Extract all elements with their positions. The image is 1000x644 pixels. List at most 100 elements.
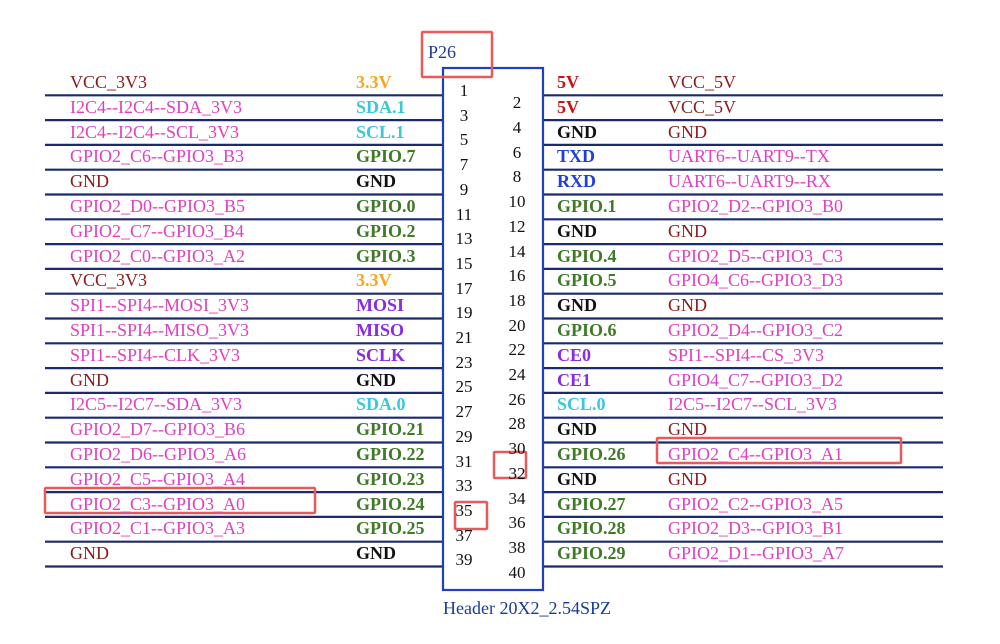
pin-number-odd: 1 <box>459 81 469 100</box>
right-signal-label: GND <box>557 295 597 316</box>
pin-number-odd: 7 <box>459 155 469 175</box>
pin-number-odd: 23 <box>455 352 473 372</box>
left-net-label: GND <box>70 369 109 390</box>
left-net-label: SPI1--SPI4--CLK_3V3 <box>70 344 241 365</box>
left-signal-label: GPIO.21 <box>356 419 425 440</box>
pin-number-odd: 37 <box>455 525 473 545</box>
left-signal-label: SDA.0 <box>356 394 406 415</box>
right-net-label: SPI1--SPI4--CS_3V3 <box>668 344 825 365</box>
left-signal-label: GPIO.23 <box>356 468 425 489</box>
pin-number-odd: 35 <box>455 500 473 520</box>
right-signal-label: GPIO.1 <box>557 196 617 216</box>
left-net-label: GND <box>70 543 109 564</box>
pin-number-even: 12 <box>508 216 526 236</box>
right-signal-label: GPIO.28 <box>557 518 626 539</box>
pin-number-even: 40 <box>508 562 526 582</box>
pin-number-odd: 13 <box>455 229 473 249</box>
pin-number-even: 36 <box>508 513 526 533</box>
pin-number-odd: 21 <box>455 328 473 347</box>
right-signal-label: SCL.0 <box>557 394 606 415</box>
pin-number-even: 10 <box>508 192 526 212</box>
right-signal-label: RXD <box>557 171 596 192</box>
right-signal-label: GPIO.27 <box>557 493 626 514</box>
pin-number-odd: 5 <box>459 130 469 150</box>
right-signal-label: GPIO.6 <box>557 320 617 340</box>
pin-number-odd: 11 <box>455 204 473 224</box>
pin-number-even: 6 <box>512 142 522 162</box>
left-signal-label: GPIO.3 <box>356 245 416 266</box>
left-net-label: GPIO2_C3--GPIO3_A0 <box>70 493 245 514</box>
left-net-label: VCC_3V3 <box>70 270 148 291</box>
left-signal-label: MISO <box>356 320 405 340</box>
right-net-label: GPIO4_C7--GPIO3_D2 <box>668 369 843 390</box>
left-net-label: GPIO2_C5--GPIO3_A4 <box>70 468 245 489</box>
pin-number-odd: 3 <box>459 105 469 125</box>
right-net-label: GND <box>668 468 707 489</box>
right-net-label: GPIO2_C4--GPIO3_A1 <box>668 444 843 464</box>
pin-number-odd: 25 <box>455 377 473 397</box>
highlight-pin-35 <box>453 500 489 531</box>
right-net-label: GND <box>668 295 707 316</box>
pin-number-odd: 31 <box>455 451 473 471</box>
pin-number-even: 20 <box>508 315 526 335</box>
left-net-label: GPIO2_C6--GPIO3_B3 <box>70 146 245 167</box>
left-signal-label: GND <box>356 543 396 564</box>
right-signal-label: CE1 <box>557 369 592 390</box>
left-net-label: GPIO2_D0--GPIO3_B5 <box>70 196 245 216</box>
left-signal-label: SCL.1 <box>356 121 405 142</box>
right-net-label: GPIO2_C2--GPIO3_A5 <box>668 493 843 514</box>
left-net-label: I2C4--I2C4--SCL_3V3 <box>70 121 239 142</box>
right-signal-label: GND <box>557 468 597 489</box>
right-net-label: GPIO2_D4--GPIO3_C2 <box>668 320 843 340</box>
right-net-label: I2C5--I2C7--SCL_3V3 <box>668 394 837 415</box>
pin-number-even: 2 <box>512 93 522 113</box>
pin-number-even: 8 <box>512 167 522 187</box>
left-signal-label: SDA.1 <box>356 96 406 117</box>
pin-number-even: 32 <box>508 463 526 483</box>
right-net-label: GPIO2_D2--GPIO3_B0 <box>668 196 843 216</box>
left-signal-label: GPIO.2 <box>356 220 416 241</box>
right-signal-label: 5V <box>557 96 579 117</box>
pin-number-odd: 33 <box>455 476 473 496</box>
highlight-pin-32 <box>492 450 528 480</box>
pin-number-odd: 9 <box>459 179 469 199</box>
pin-number-even: 38 <box>508 537 526 557</box>
left-net-label: SPI1--SPI4--MOSI_3V3 <box>70 295 250 316</box>
left-signal-label: GND <box>356 369 396 390</box>
left-net-label: GPIO2_D6--GPIO3_A6 <box>70 444 246 464</box>
right-net-label: GPIO2_D5--GPIO3_C3 <box>668 245 843 266</box>
left-signal-label: GPIO.7 <box>356 146 416 167</box>
right-net-label: UART6--UART9--TX <box>668 146 830 167</box>
pin-number-even: 34 <box>508 488 526 508</box>
header-caption: Header 20X2_2.54SPZ <box>443 598 611 618</box>
left-signal-label: GPIO.22 <box>356 444 425 464</box>
right-net-label: VCC_5V <box>668 72 737 92</box>
pin-number-odd: 27 <box>455 402 473 422</box>
left-signal-label: GPIO.25 <box>356 518 425 539</box>
highlight-net-pin-35 <box>43 486 317 515</box>
right-signal-label: GPIO.29 <box>557 543 626 564</box>
highlight-header-name <box>420 30 494 79</box>
right-net-label: GPIO2_D1--GPIO3_A7 <box>668 543 844 564</box>
left-net-label: I2C4--I2C4--SDA_3V3 <box>70 96 242 117</box>
pin-number-odd: 19 <box>455 303 473 323</box>
right-signal-label: GPIO.26 <box>557 444 626 464</box>
pin-number-even: 16 <box>508 266 526 286</box>
pin-number-even: 24 <box>508 365 526 385</box>
right-net-label: VCC_5V <box>668 96 737 117</box>
right-signal-label: GND <box>557 419 597 440</box>
left-net-label: GPIO2_C0--GPIO3_A2 <box>70 245 245 266</box>
pin-number-even: 14 <box>508 241 526 261</box>
pin-number-even: 4 <box>512 118 522 138</box>
right-signal-label: TXD <box>557 146 596 167</box>
left-signal-label: GND <box>356 171 396 192</box>
left-signal-label: MOSI <box>356 295 405 316</box>
right-net-label: GPIO2_D3--GPIO3_B1 <box>668 518 843 539</box>
pin-number-even: 30 <box>508 439 526 459</box>
pin-number-odd: 29 <box>455 426 473 446</box>
right-signal-label: 5V <box>557 72 579 92</box>
left-signal-label: 3.3V <box>356 72 392 92</box>
right-net-label: GND <box>668 419 707 440</box>
right-net-label: GND <box>668 220 707 241</box>
